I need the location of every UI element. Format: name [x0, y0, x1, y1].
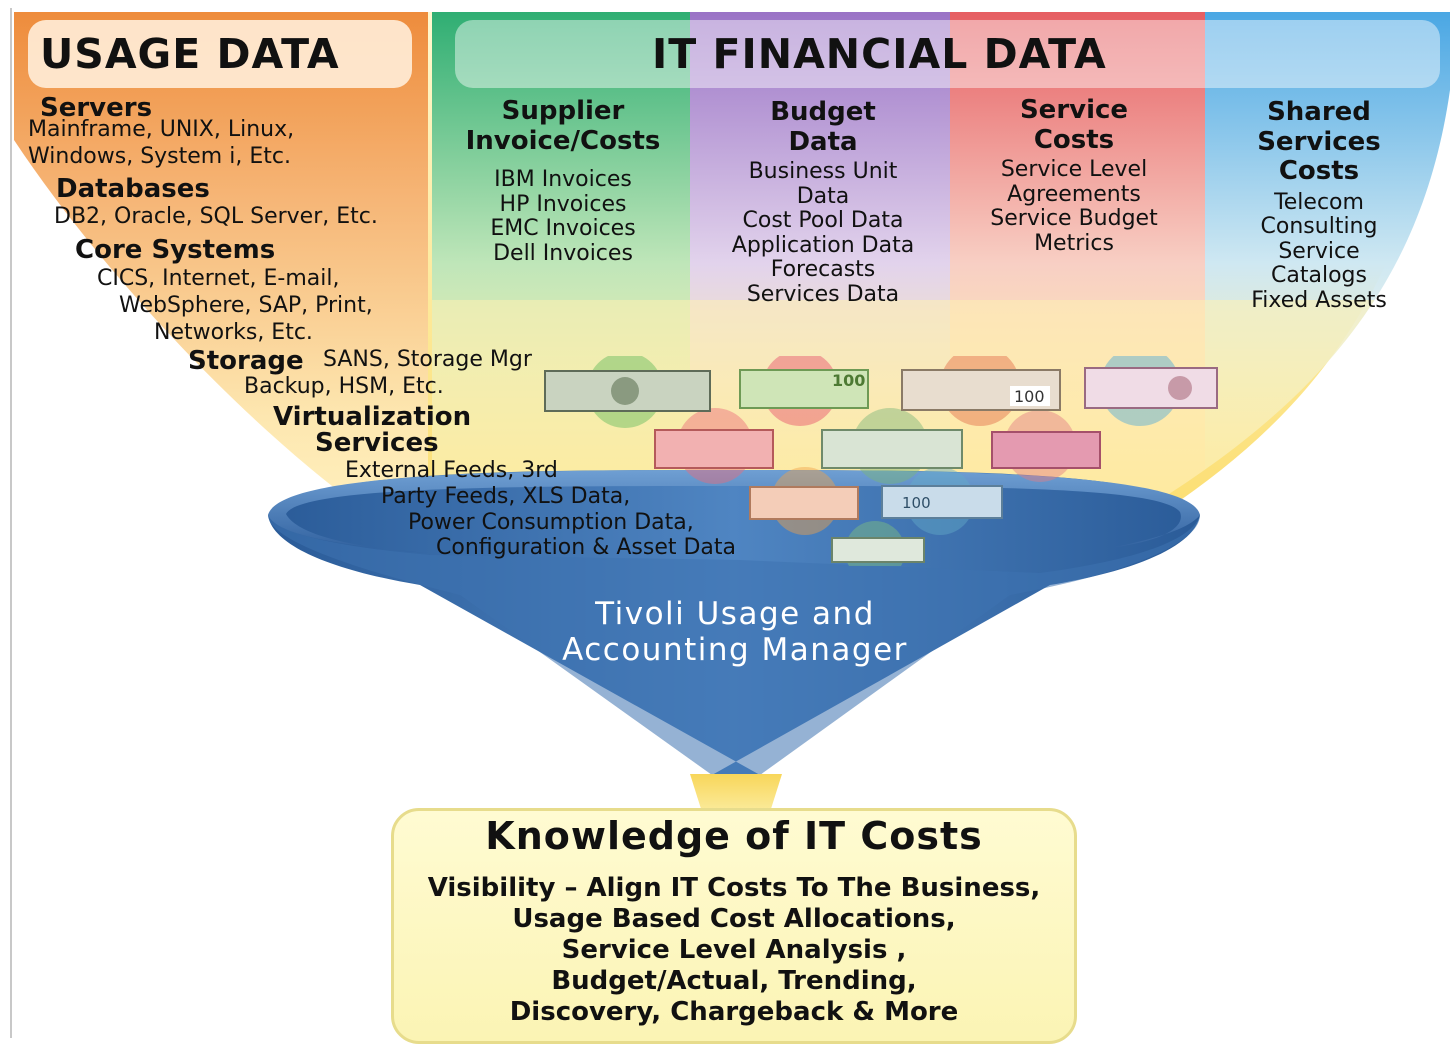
- knowledge-line: Service Level Analysis ,: [561, 935, 907, 965]
- banknote-euro: [739, 369, 869, 409]
- service-item: Service Budget: [990, 206, 1158, 231]
- budget-data-column: Budget Data Business Unit Data Cost Pool…: [700, 97, 946, 307]
- banknotes-illustration: 100 100 100: [544, 356, 1218, 566]
- budget-item: Business Unit: [748, 159, 898, 184]
- shared-item: Catalogs: [1271, 263, 1367, 288]
- banknote-brazil-label: 100: [902, 494, 931, 512]
- banknote-brazil: [881, 485, 1003, 519]
- supplier-item: HP Invoices: [499, 191, 627, 217]
- shared-heading-3: Costs: [1278, 156, 1360, 186]
- banknote-canadian-label: 100: [1014, 387, 1045, 406]
- supplier-item: EMC Invoices: [490, 216, 636, 241]
- knowledge-body: Visibility – Align IT Costs To The Busin…: [391, 873, 1077, 1028]
- banknote-pound: [1084, 367, 1218, 409]
- supplier-invoice-column: Supplier Invoice/Costs IBM Invoices HP I…: [440, 96, 686, 266]
- knowledge-line: Discovery, Chargeback & More: [509, 997, 959, 1027]
- shared-item: Service: [1278, 238, 1360, 264]
- storage-line-2: Backup, HSM, Etc.: [244, 374, 444, 399]
- banknote-franc: [991, 431, 1101, 469]
- supplier-heading-1: Supplier: [501, 96, 625, 126]
- service-item: Agreements: [1007, 181, 1141, 207]
- it-financial-data-title: IT FINANCIAL DATA: [652, 30, 1107, 78]
- core-systems-line-2: WebSphere, SAP, Print,: [119, 293, 373, 318]
- databases-heading: Databases: [56, 174, 210, 204]
- service-heading-1: Service: [1019, 95, 1129, 125]
- feeds-line-2: Party Feeds, XLS Data,: [381, 484, 631, 509]
- shared-services-column: Shared Services Costs Telecom Consulting…: [1196, 97, 1442, 313]
- service-item: Service Level: [1000, 157, 1148, 182]
- service-heading-2: Costs: [1033, 124, 1115, 155]
- servers-line-2: Windows, System i, Etc.: [28, 144, 291, 169]
- core-systems-line-1: CICS, Internet, E-mail,: [97, 266, 340, 291]
- budget-item: Cost Pool Data: [742, 208, 904, 233]
- storage-line-1: SANS, Storage Mgr: [323, 347, 532, 372]
- services-heading: Services: [315, 428, 439, 458]
- banknote-singapore: [749, 486, 859, 520]
- budget-item: Application Data: [731, 232, 915, 258]
- budget-item: Forecasts: [770, 257, 876, 282]
- banknote-euro-label: 100: [832, 371, 865, 390]
- knowledge-box: [391, 808, 1077, 1044]
- feeds-line-1: External Feeds, 3rd: [345, 458, 558, 483]
- tivoli-funnel-label: Tivoli Usage and Accounting Manager: [470, 596, 1000, 668]
- servers-heading: Servers: [40, 93, 153, 123]
- servers-line-1: Mainframe, UNIX, Linux,: [28, 117, 295, 142]
- shared-heading-2: Services: [1257, 126, 1381, 157]
- left-border-line: [10, 8, 12, 1038]
- usage-data-title: USAGE DATA: [40, 30, 340, 78]
- supplier-item: IBM Invoices: [494, 167, 632, 192]
- usage-data-title-box: [28, 20, 412, 88]
- budget-heading-1: Budget: [770, 97, 876, 127]
- banknote-small: [831, 537, 925, 563]
- knowledge-line: Budget/Actual, Trending,: [551, 966, 917, 996]
- storage-heading: Storage: [188, 346, 304, 376]
- feeds-line-3: Power Consumption Data,: [408, 510, 694, 535]
- shared-item: Telecom: [1274, 189, 1364, 215]
- databases-line-1: DB2, Oracle, SQL Server, Etc.: [54, 204, 378, 229]
- budget-item: Services Data: [746, 281, 900, 307]
- tivoli-line-2: Accounting Manager: [562, 632, 908, 668]
- knowledge-line: Visibility – Align IT Costs To The Busin…: [427, 873, 1041, 903]
- banknote-rupee: [821, 429, 963, 469]
- knowledge-title: Knowledge of IT Costs: [485, 814, 983, 858]
- shared-item: Consulting: [1260, 214, 1378, 239]
- budget-heading-2: Data: [788, 126, 858, 157]
- service-costs-column: Service Costs Service Level Agreements S…: [950, 95, 1198, 256]
- virtualization-heading: Virtualization: [273, 402, 472, 432]
- shared-item: Fixed Assets: [1251, 287, 1387, 313]
- shared-heading-1: Shared: [1267, 97, 1371, 127]
- core-systems-line-3: Networks, Etc.: [154, 320, 313, 345]
- supplier-item: Dell Invoices: [493, 240, 633, 266]
- service-item: Metrics: [1034, 230, 1114, 256]
- it-financial-data-title-box: [455, 20, 1440, 88]
- tivoli-line-1: Tivoli Usage and: [595, 596, 875, 632]
- banknote-yuan: [654, 429, 774, 469]
- supplier-heading-2: Invoice/Costs: [465, 125, 661, 156]
- knowledge-line: Usage Based Cost Allocations,: [512, 904, 956, 934]
- budget-item: Data: [796, 183, 850, 209]
- core-systems-heading: Core Systems: [75, 235, 276, 265]
- feeds-line-4: Configuration & Asset Data: [436, 535, 736, 560]
